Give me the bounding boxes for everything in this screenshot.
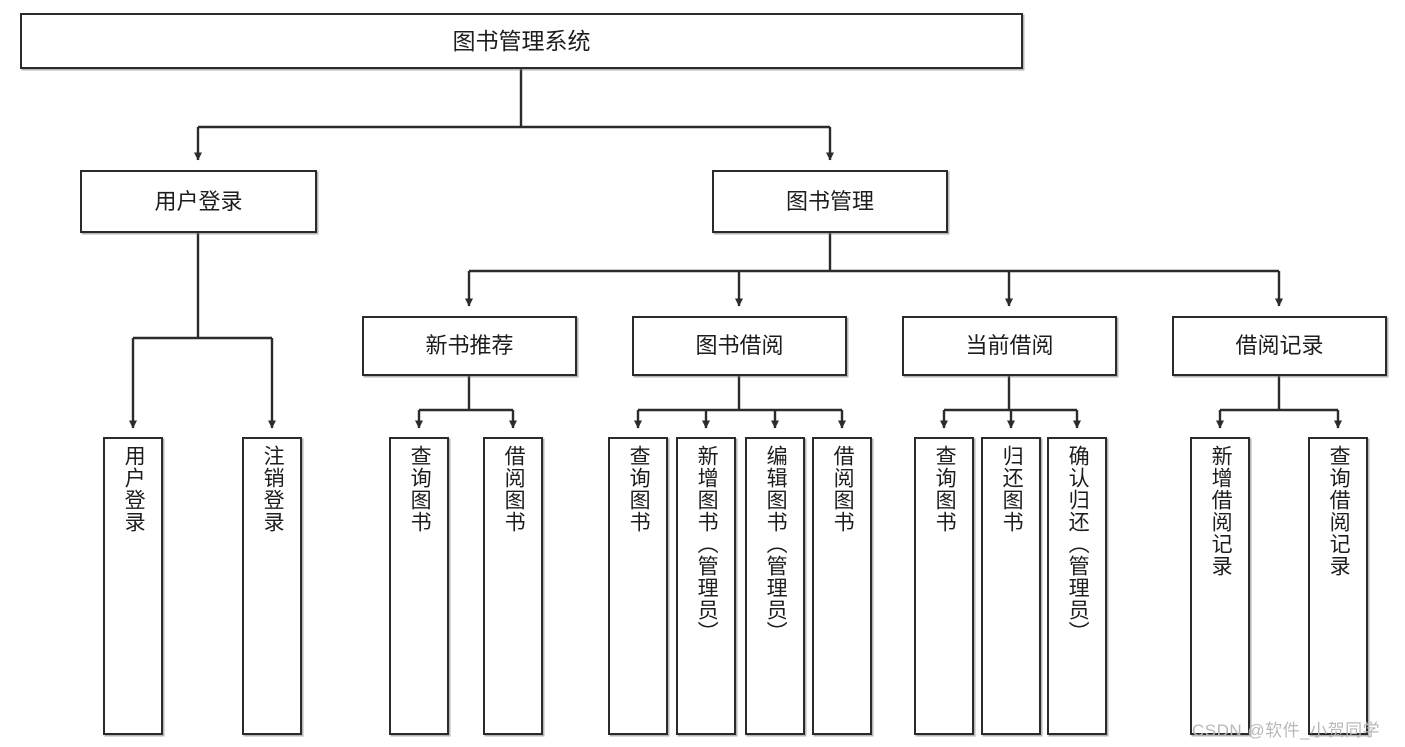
leaf-user-login-logout[interactable]: 注销登录 (242, 437, 302, 735)
node-borrow-records[interactable]: 借阅记录 (1172, 316, 1387, 376)
node-new-book-recommend[interactable]: 新书推荐 (362, 316, 577, 376)
watermark: CSDN @软件_小贺同学 (1192, 721, 1381, 740)
leaf-current-confirm-return[interactable]: 确认归还（管理员） (1047, 437, 1107, 735)
leaf-borrow-add-book[interactable]: 新增图书（管理员） (676, 437, 736, 735)
node-label: 查询图书 (933, 445, 957, 533)
node-label: 新增借阅记录 (1209, 445, 1233, 577)
node-label: 用户登录 (154, 188, 243, 214)
node-user-login[interactable]: 用户登录 (80, 170, 317, 233)
node-label: 借阅图书 (502, 445, 526, 533)
leaf-records-query-record[interactable]: 查询借阅记录 (1308, 437, 1368, 735)
node-label: 当前借阅 (965, 333, 1054, 359)
node-current-borrow[interactable]: 当前借阅 (902, 316, 1117, 376)
leaf-new-book-borrow[interactable]: 借阅图书 (483, 437, 543, 735)
node-label: 新增图书（管理员） (695, 445, 719, 643)
leaf-borrow-query-book[interactable]: 查询图书 (608, 437, 668, 735)
node-label: 用户登录 (122, 445, 146, 533)
node-label: 归还图书 (1000, 445, 1024, 533)
node-book-borrow[interactable]: 图书借阅 (632, 316, 847, 376)
node-label: 新书推荐 (425, 333, 514, 359)
node-label: 图书借阅 (695, 333, 784, 359)
node-book-management[interactable]: 图书管理 (712, 170, 948, 233)
node-label: 注销登录 (261, 445, 285, 533)
node-label: 查询图书 (627, 445, 651, 533)
leaf-new-book-query[interactable]: 查询图书 (389, 437, 449, 735)
node-label: 图书管理 (785, 188, 874, 214)
node-label: 查询借阅记录 (1327, 445, 1351, 577)
leaf-user-login-login[interactable]: 用户登录 (103, 437, 163, 735)
node-label: 图书管理系统 (452, 27, 591, 54)
node-label: 借阅图书 (831, 445, 855, 533)
node-label: 编辑图书（管理员） (764, 445, 788, 643)
leaf-records-add-record[interactable]: 新增借阅记录 (1190, 437, 1250, 735)
leaf-current-return-book[interactable]: 归还图书 (981, 437, 1041, 735)
node-root-system[interactable]: 图书管理系统 (20, 13, 1023, 69)
leaf-borrow-edit-book[interactable]: 编辑图书（管理员） (745, 437, 805, 735)
leaf-borrow-borrow-book[interactable]: 借阅图书 (812, 437, 872, 735)
node-label: 确认归还（管理员） (1066, 445, 1090, 643)
leaf-current-query-book[interactable]: 查询图书 (914, 437, 974, 735)
node-label: 查询图书 (408, 445, 432, 533)
node-label: 借阅记录 (1235, 333, 1324, 359)
